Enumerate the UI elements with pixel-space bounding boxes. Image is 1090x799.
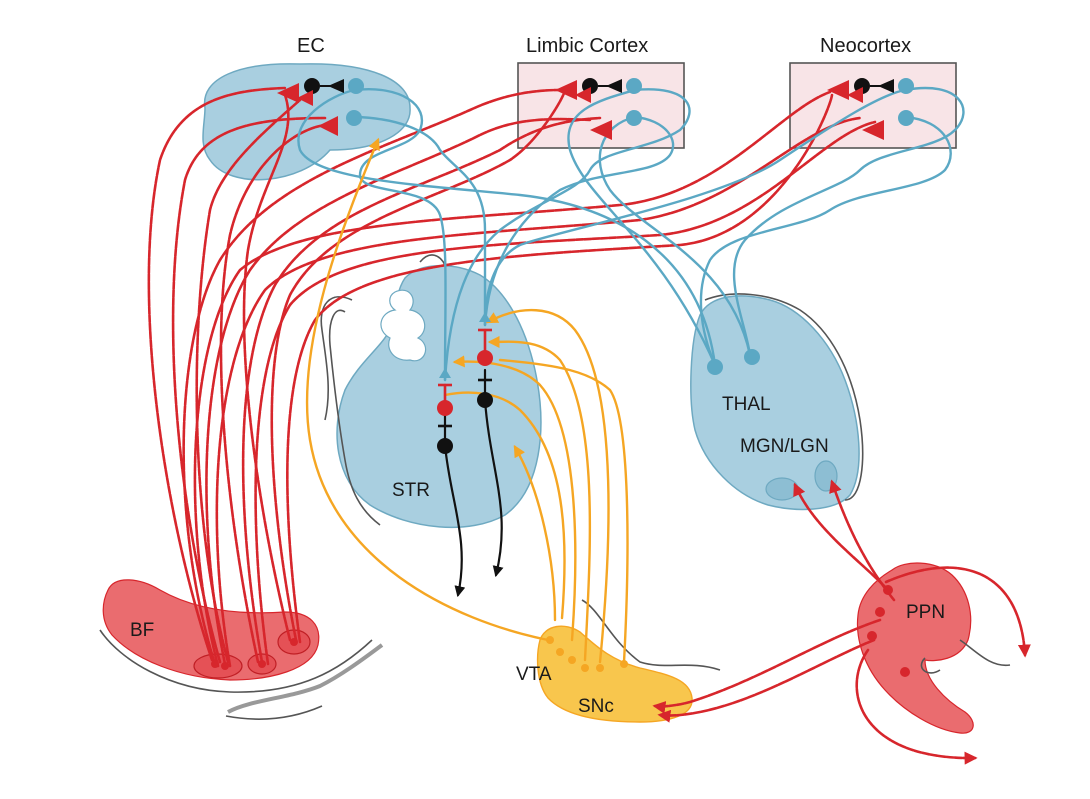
str-region	[336, 264, 542, 529]
vta-label: VTA	[516, 664, 552, 685]
neocortex-label: Neocortex	[820, 35, 911, 57]
cortical-microcircuits	[277, 78, 914, 140]
limbic-cortex-label: Limbic Cortex	[526, 35, 648, 57]
mgn-lgn-label: MGN/LGN	[740, 436, 829, 457]
gabaergic-pathways	[438, 328, 504, 598]
source-cells	[211, 585, 910, 677]
dopaminergic-projections	[305, 137, 629, 664]
str-notch	[380, 289, 427, 362]
str-label: STR	[392, 480, 430, 501]
limbic-cortex-box	[517, 62, 685, 149]
bf-label: BF	[130, 620, 154, 641]
vta-snc-region	[536, 625, 693, 723]
snc-label: SNc	[578, 696, 614, 717]
thal-region	[690, 295, 860, 511]
ec-label: EC	[297, 35, 325, 57]
glutamatergic-projections	[297, 87, 965, 382]
mgn-nucleus	[765, 477, 799, 501]
striatal-cells	[437, 312, 760, 454]
ppn-region	[856, 562, 974, 734]
ppn-label: PPN	[906, 602, 945, 623]
thal-label: THAL	[722, 394, 771, 415]
